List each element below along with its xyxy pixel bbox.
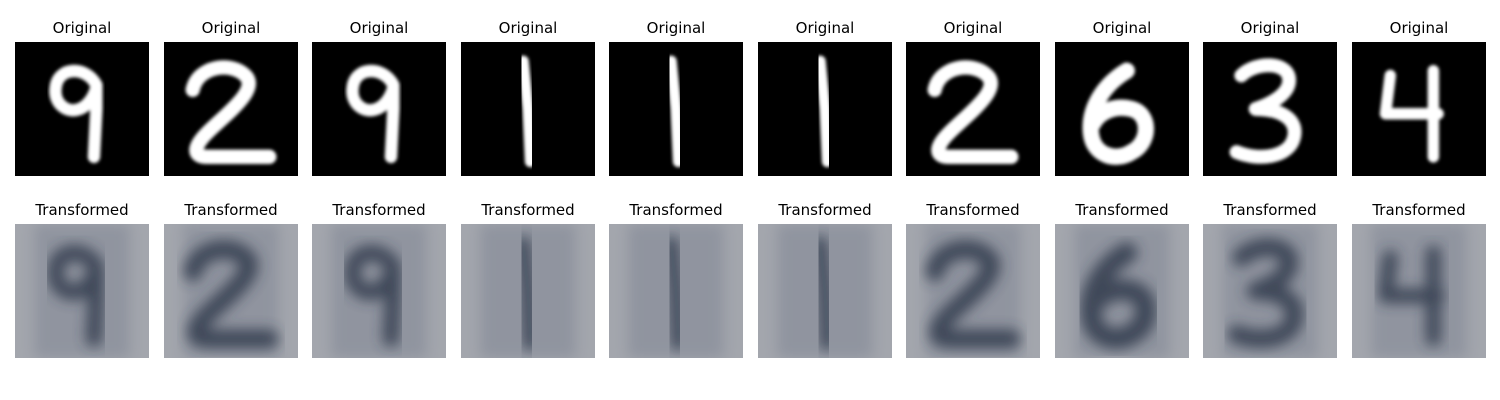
transformed-digit-svg-3 (312, 224, 446, 358)
original-digit-svg-8 (1055, 42, 1189, 176)
transformed-digit-svg-4 (461, 224, 595, 358)
transformed-title-3: Transformed (332, 201, 426, 219)
original-digit-svg-1 (15, 42, 149, 176)
original-digit-image-5 (609, 42, 743, 176)
transformed-digit-stroke-7 (925, 240, 1021, 349)
original-title-8: Original (1092, 19, 1152, 37)
transformed-digit-svg-5 (609, 224, 743, 358)
original-digit-image-1 (15, 42, 149, 176)
transformed-digit-image-2 (164, 224, 298, 358)
transformed-title-2: Transformed (184, 201, 278, 219)
original-title-2: Original (201, 19, 261, 37)
transformed-digit-image-1 (15, 224, 149, 358)
original-title-7: Original (943, 19, 1003, 37)
transformed-digit-image-7 (906, 224, 1040, 358)
transformed-title-10: Transformed (1372, 201, 1466, 219)
transformed-title-8: Transformed (1075, 201, 1169, 219)
original-digit-stroke-10 (1379, 64, 1444, 163)
transformed-digit-image-6 (758, 224, 892, 358)
original-digit-svg-10 (1352, 42, 1486, 176)
transformed-title-4: Transformed (481, 201, 575, 219)
original-title-4: Original (498, 19, 558, 37)
transformed-digit-stroke-10 (1378, 245, 1446, 347)
original-digit-svg-6 (758, 42, 892, 176)
transformed-title-1: Transformed (35, 201, 129, 219)
original-digit-svg-9 (1203, 42, 1337, 176)
transformed-digit-svg-6 (758, 224, 892, 358)
original-digit-image-3 (312, 42, 446, 176)
transformed-digit-stroke-5 (664, 235, 686, 351)
original-digit-image-2 (164, 42, 298, 176)
transformed-digit-stroke-1 (47, 245, 105, 347)
transformed-digit-image-10 (1352, 224, 1486, 358)
transformed-digit-stroke-6 (813, 235, 835, 351)
transformed-digit-image-8 (1055, 224, 1189, 358)
transformed-digit-svg-7 (906, 224, 1040, 358)
original-digit-image-10 (1352, 42, 1486, 176)
original-title-9: Original (1240, 19, 1300, 37)
transformed-title-7: Transformed (926, 201, 1020, 219)
original-digit-svg-3 (312, 42, 446, 176)
original-digit-stroke-2 (185, 60, 277, 165)
original-digit-image-8 (1055, 42, 1189, 176)
transformed-digit-image-5 (609, 224, 743, 358)
original-digit-image-9 (1203, 42, 1337, 176)
transformed-digit-image-9 (1203, 224, 1337, 358)
original-title-6: Original (795, 19, 855, 37)
transformed-digit-stroke-4 (516, 235, 538, 351)
original-digit-svg-2 (164, 42, 298, 176)
original-digit-image-6 (758, 42, 892, 176)
original-digit-stroke-7 (927, 60, 1019, 165)
original-title-3: Original (349, 19, 409, 37)
original-digit-svg-5 (609, 42, 743, 176)
transformed-digit-stroke-3 (344, 245, 402, 347)
transformed-digit-svg-1 (15, 224, 149, 358)
original-digit-image-7 (906, 42, 1040, 176)
transformed-digit-svg-8 (1055, 224, 1189, 358)
original-digit-stroke-8 (1082, 62, 1154, 165)
original-digit-stroke-6 (814, 55, 833, 168)
transformed-digit-svg-10 (1352, 224, 1486, 358)
transformed-digit-stroke-8 (1080, 242, 1157, 350)
original-digit-stroke-9 (1229, 58, 1302, 164)
original-digit-stroke-3 (346, 64, 400, 164)
original-title-1: Original (52, 19, 112, 37)
transformed-digit-stroke-9 (1227, 238, 1304, 348)
original-title-10: Original (1389, 19, 1449, 37)
transformed-title-9: Transformed (1223, 201, 1317, 219)
original-title-5: Original (646, 19, 706, 37)
original-digit-stroke-4 (517, 55, 536, 168)
transformed-digit-image-4 (461, 224, 595, 358)
transformed-title-6: Transformed (778, 201, 872, 219)
original-digit-image-4 (461, 42, 595, 176)
original-digit-svg-7 (906, 42, 1040, 176)
transformed-digit-image-3 (312, 224, 446, 358)
original-digit-stroke-5 (665, 55, 684, 168)
transformed-digit-stroke-2 (183, 240, 279, 349)
transformed-digit-svg-9 (1203, 224, 1337, 358)
transformed-title-5: Transformed (629, 201, 723, 219)
original-digit-stroke-1 (49, 64, 103, 164)
transformed-digit-svg-2 (164, 224, 298, 358)
original-digit-svg-4 (461, 42, 595, 176)
